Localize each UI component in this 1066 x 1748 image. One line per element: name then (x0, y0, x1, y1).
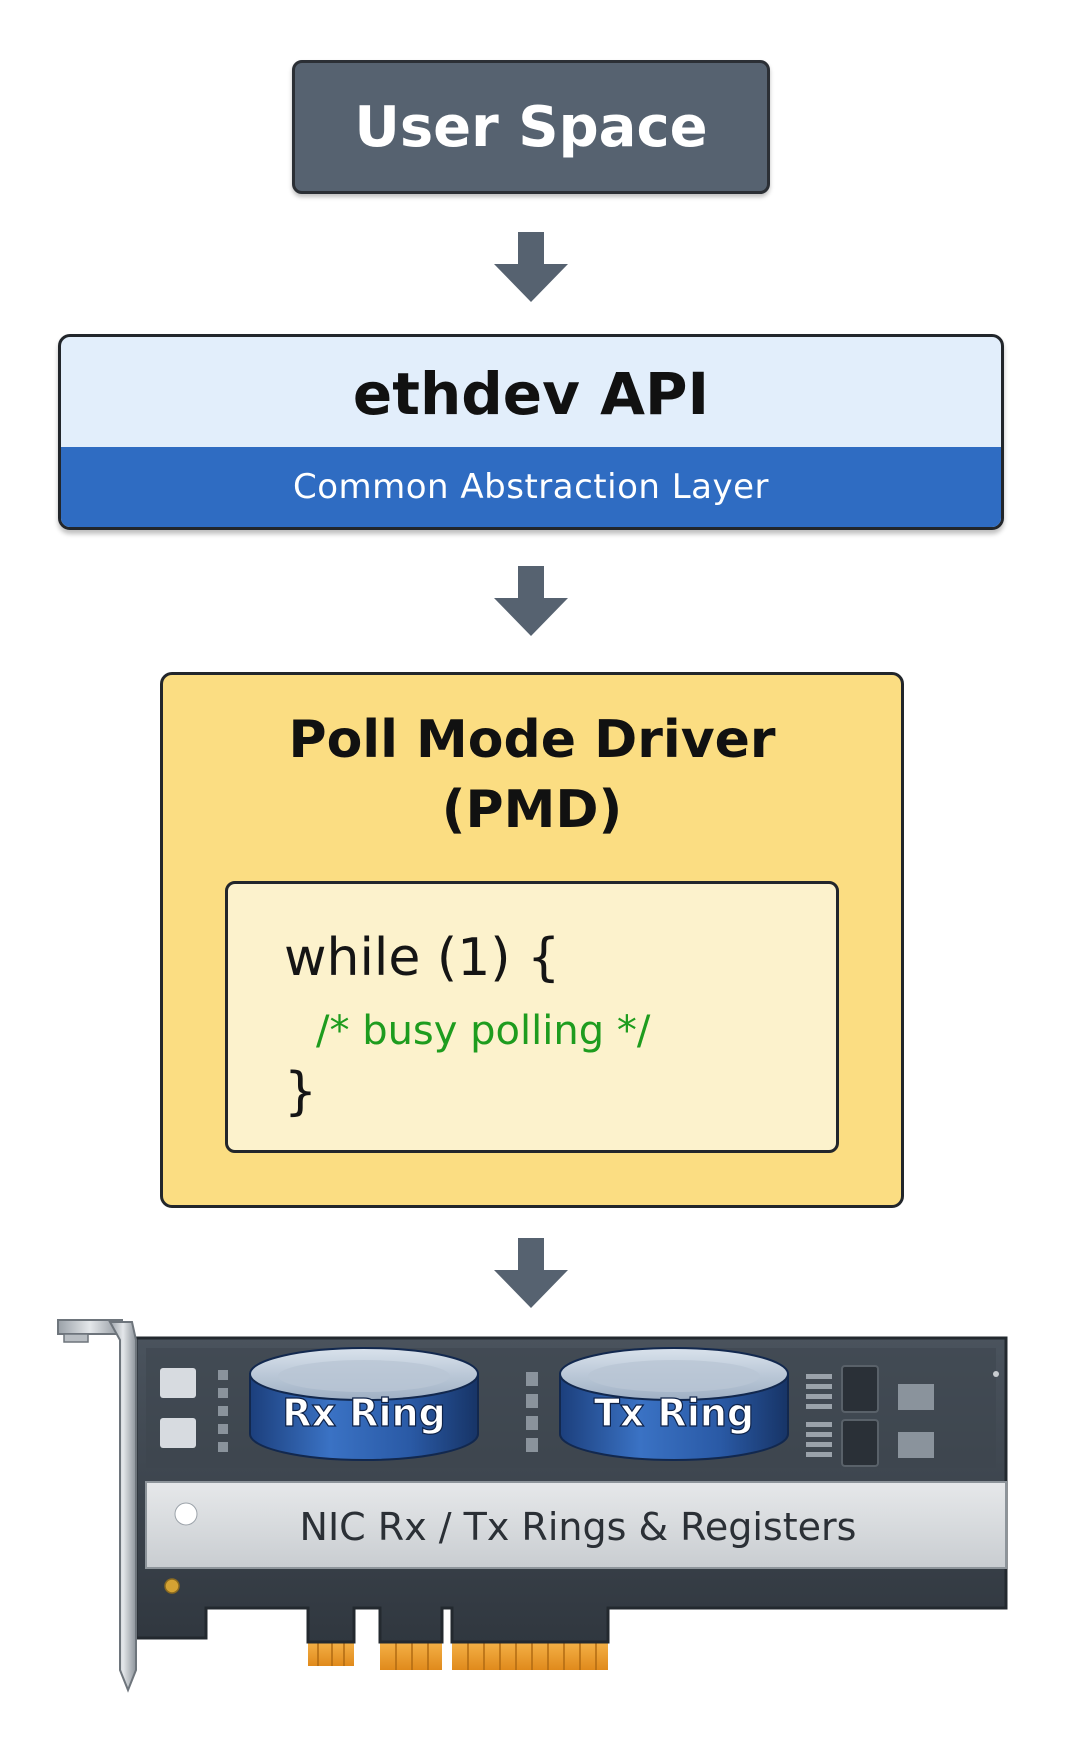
nic-label: NIC Rx / Tx Rings & Registers (300, 1505, 857, 1549)
pmd-box: Poll Mode Driver (PMD) while (1) { /* bu… (160, 672, 904, 1208)
ethdev-title: ethdev API (352, 359, 710, 428)
pcb-components (160, 1365, 999, 1467)
pmd-title: Poll Mode Driver (PMD) (163, 705, 901, 845)
ethdev-subtitle: Common Abstraction Layer (61, 447, 1001, 527)
user-space-box: User Space (292, 60, 770, 194)
pci-bracket (57, 1319, 180, 1693)
code-line-comment: /* busy polling */ (316, 1008, 651, 1054)
rx-ring-label: Rx Ring (282, 1391, 446, 1435)
nic-label-strip (145, 1481, 1007, 1569)
pcie-contacts (308, 1640, 608, 1670)
code-line-while: while (1) { (284, 928, 561, 988)
pmd-title-line1: Poll Mode Driver (288, 710, 776, 770)
tx-ring-cylinder (559, 1347, 789, 1461)
ethdev-api-box: ethdev API Common Abstraction Layer (58, 334, 1004, 530)
code-block: while (1) { /* busy polling */ } (225, 881, 839, 1153)
code-line-close-brace: } (284, 1062, 318, 1122)
nic-card-illustration: Rx Ring Tx Ring NIC Rx / Tx Rings & Regi… (57, 1319, 1008, 1693)
down-arrow-icon (494, 1238, 568, 1308)
user-space-label: User Space (354, 94, 708, 160)
pmd-title-line2: (PMD) (441, 780, 623, 840)
tx-ring-label: Tx Ring (594, 1391, 754, 1435)
rx-ring-cylinder (249, 1347, 479, 1461)
down-arrow-icon (494, 566, 568, 636)
down-arrow-icon (494, 232, 568, 302)
